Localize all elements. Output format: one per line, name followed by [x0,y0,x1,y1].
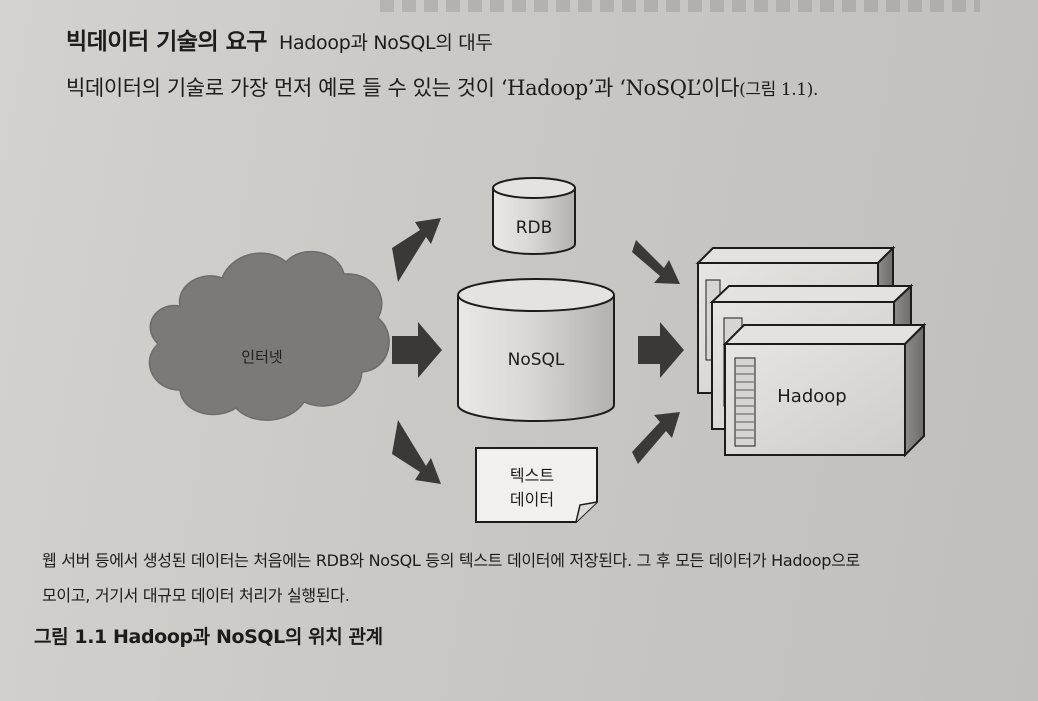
rdb-label: RDB [516,218,553,238]
figure-caption: 웹 서버 등에서 생성된 데이터는 처음에는 RDB와 NoSQL 등의 텍스트… [42,543,1032,613]
nosql-label: NoSQL [508,350,565,370]
arrow-internet-to-text [392,420,441,484]
heading-main: 빅데이터 기술의 요구 [66,29,267,55]
internet-label: 인터넷 [241,348,282,366]
arrow-internet-to-rdb [392,218,441,282]
bleed-through-text [380,0,980,12]
arrow-text-to-hadoop [632,412,680,464]
text-data-label-line1: 텍스트 [510,466,554,485]
heading-sub: Hadoop과 NoSQL의 대두 [278,32,493,54]
intro-text: 빅데이터의 기술로 가장 먼저 예로 들 수 있는 것이 ‘Hadoop’과 ‘… [66,76,740,100]
rdb-cylinder [492,177,576,255]
caption-line-2: 모이고, 거기서 대규모 데이터 처리가 실행된다. [42,586,350,605]
caption-line-1: 웹 서버 등에서 생성된 데이터는 처음에는 RDB와 NoSQL 등의 텍스트… [42,551,860,570]
text-data-label-line2: 데이터 [510,490,554,509]
arrow-nosql-to-hadoop [638,322,684,378]
nosql-cylinder [457,278,615,422]
section-heading: 빅데이터 기술의 요구 Hadoop과 NoSQL의 대두 [66,22,493,56]
arrow-rdb-to-hadoop [632,240,680,284]
intro-figure-ref: (그림 1.1). [739,80,818,100]
hadoop-label: Hadoop [777,386,846,407]
arrow-internet-to-nosql [392,322,442,378]
figure-title: 그림 1.1 Hadoop과 NoSQL의 위치 관계 [34,626,383,648]
internet-cloud [148,250,390,421]
text-data-document [475,447,598,523]
intro-paragraph: 빅데이터의 기술로 가장 먼저 예로 들 수 있는 것이 ‘Hadoop’과 ‘… [66,72,818,102]
hadoop-server-front [722,322,927,458]
